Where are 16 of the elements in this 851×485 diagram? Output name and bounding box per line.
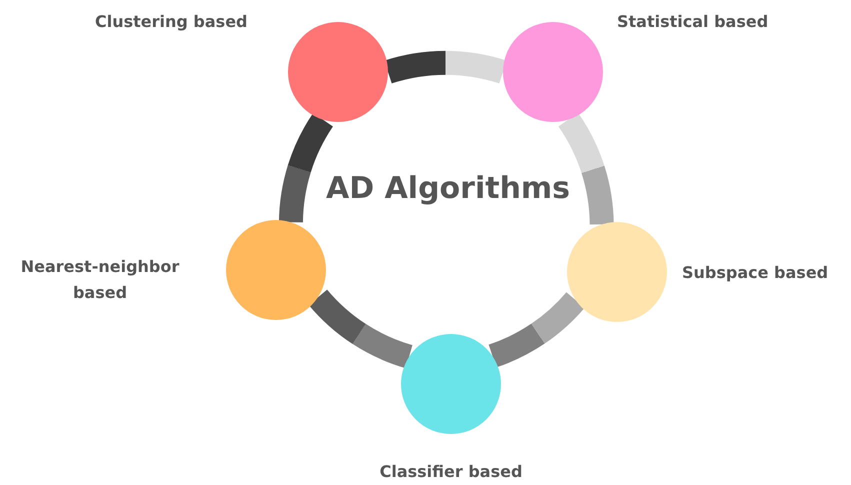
ring-segment bbox=[558, 113, 614, 226]
ring-segment bbox=[385, 51, 506, 84]
category-circle bbox=[401, 334, 501, 434]
ring-segment bbox=[309, 289, 414, 368]
category-circle bbox=[226, 220, 326, 320]
category-label: Subspace based bbox=[682, 262, 830, 284]
category-circle bbox=[288, 22, 388, 122]
category-label: Clustering based bbox=[95, 11, 249, 33]
category-circle bbox=[503, 22, 603, 122]
ring-segment bbox=[488, 292, 584, 368]
category-label: Nearest-neighbor based bbox=[20, 256, 180, 304]
category-label: Statistical based bbox=[617, 11, 770, 33]
ring-segment bbox=[278, 114, 334, 224]
center-title: AD Algorithms bbox=[326, 171, 570, 206]
category-circle bbox=[567, 222, 667, 322]
category-label: Classifier based bbox=[378, 461, 524, 483]
